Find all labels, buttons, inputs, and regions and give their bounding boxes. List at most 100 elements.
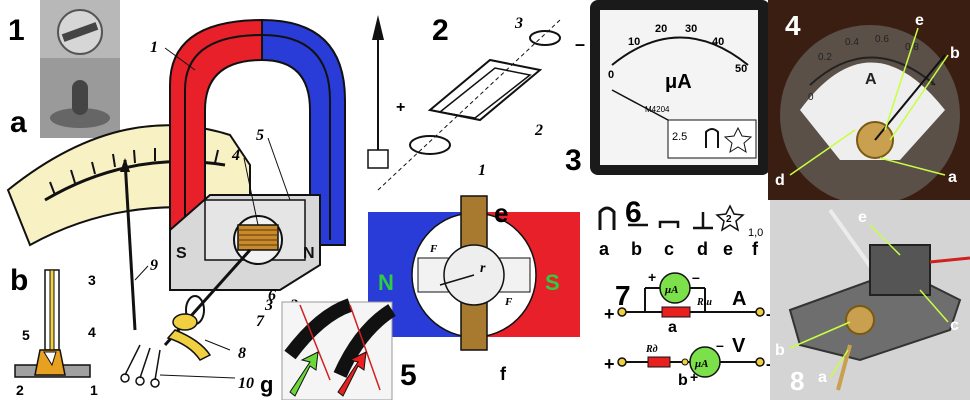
ammeter-meter-label: μA bbox=[664, 284, 678, 296]
part-1: 1 bbox=[150, 39, 158, 56]
panel-2-minus: – bbox=[575, 34, 585, 54]
panel-8-label-e: e bbox=[858, 209, 867, 226]
symbol-e bbox=[715, 204, 745, 232]
pointer-needle bbox=[123, 159, 137, 331]
panel-3: 0 10 20 30 40 50 μA M4204 2.5 3 bbox=[565, 0, 770, 177]
knob-shaft bbox=[72, 80, 88, 115]
spring-3 bbox=[529, 30, 561, 46]
part-5: 5 bbox=[256, 127, 264, 144]
svg-text:40: 40 bbox=[712, 36, 724, 48]
magnet-symbol bbox=[705, 128, 719, 148]
spring-7 bbox=[172, 313, 198, 331]
voltmeter-label-b: b bbox=[678, 372, 688, 389]
meter-model: M4204 bbox=[645, 105, 670, 114]
voltmeter-meter-minus: – bbox=[716, 337, 724, 353]
panel-6-label-d: d bbox=[697, 239, 708, 259]
panel-2-labels: 1 2 3 bbox=[478, 15, 543, 179]
voltmeter-meter-plus: + bbox=[690, 369, 698, 385]
dial-arc bbox=[809, 56, 936, 86]
svg-text:30: 30 bbox=[685, 23, 697, 35]
symbol-c bbox=[658, 220, 680, 228]
ammeter-label-a: a bbox=[668, 319, 677, 336]
panel-2-part-2: 2 bbox=[534, 122, 543, 139]
pointer-tip bbox=[120, 158, 130, 172]
meter-class: 2.5 bbox=[672, 131, 687, 143]
series-resistor-label: Rд bbox=[645, 344, 658, 355]
ammeter-meter-plus: + bbox=[648, 269, 656, 285]
meter-pointer bbox=[611, 89, 669, 121]
panel-8: 8 e c b a bbox=[770, 200, 970, 400]
svg-text:0.6: 0.6 bbox=[875, 34, 889, 45]
series-resistor bbox=[647, 356, 671, 368]
voltmeter-terminal-2 bbox=[755, 357, 765, 367]
pole-n-label: N bbox=[378, 270, 394, 295]
part-6: 6 bbox=[268, 287, 276, 304]
svg-text:0: 0 bbox=[608, 69, 614, 81]
panel-2-number: 2 bbox=[432, 14, 449, 47]
panel-3-number: 3 bbox=[565, 144, 582, 177]
panel-g-label: g bbox=[260, 372, 273, 397]
ammeter-result: A bbox=[732, 288, 746, 310]
movement-magnet bbox=[869, 244, 931, 296]
panel-4: 0 0.2 0.4 0.6 0.8 1 A 4 e b d a bbox=[768, 0, 970, 205]
meter-symbols-box bbox=[667, 119, 757, 159]
ammeter-meter bbox=[659, 272, 691, 304]
panel-7: 7 μA Rш a A + – + – Rд μA b V + – + bbox=[604, 269, 776, 389]
red-arrow bbox=[337, 351, 367, 397]
voltmeter-plus: + bbox=[604, 354, 615, 374]
inset-b-bearing bbox=[14, 269, 91, 378]
pole-s-label: S bbox=[545, 270, 560, 295]
ammeter-plus: + bbox=[604, 304, 615, 324]
panel-8-number: 8 bbox=[790, 366, 804, 396]
pole-s: S bbox=[176, 245, 187, 262]
rod-base bbox=[367, 149, 389, 169]
red-wire bbox=[929, 256, 970, 264]
meter-scale-arc bbox=[611, 36, 749, 66]
shunt-resistor bbox=[661, 306, 691, 318]
part-9: 9 bbox=[150, 257, 158, 274]
green-arrow bbox=[289, 351, 319, 397]
leader-lines bbox=[134, 47, 291, 379]
svg-text:1: 1 bbox=[930, 77, 936, 88]
panel-1-label-b: b bbox=[10, 264, 28, 297]
counterweights-10 bbox=[120, 344, 161, 388]
part-8: 8 bbox=[238, 345, 246, 362]
panel-1-label-a: a bbox=[10, 106, 27, 139]
part-7: 7 bbox=[256, 313, 265, 330]
svg-text:20: 20 bbox=[655, 23, 667, 35]
dial-unit: A bbox=[865, 71, 877, 88]
symbol-e-text: 2 bbox=[726, 214, 732, 225]
part-4: 4 bbox=[231, 147, 240, 164]
inset-b-labels: 3 4 5 2 1 bbox=[16, 272, 98, 398]
panel-6-number: 6 bbox=[625, 196, 642, 229]
svg-text:10: 10 bbox=[628, 36, 640, 48]
force-label-2: F bbox=[504, 296, 513, 308]
panel-6-labels: a b c d e f bbox=[599, 239, 759, 259]
shunt-label: Rш bbox=[696, 297, 712, 308]
pointer-rod-tip bbox=[372, 15, 384, 40]
panel-5-label-e: e bbox=[494, 198, 508, 228]
closeup-scale-2 bbox=[333, 304, 396, 378]
radius-label: r bbox=[480, 261, 486, 276]
panel-8-label-b: b bbox=[775, 342, 785, 359]
panel-4-label-e: e bbox=[915, 12, 924, 29]
part-3: 3 bbox=[264, 297, 273, 314]
meter-dial bbox=[800, 62, 945, 160]
coil-frame-inner bbox=[438, 67, 532, 119]
zero-corrector-8 bbox=[166, 329, 212, 361]
symbol-d bbox=[693, 212, 713, 230]
panel-5-label-f: f bbox=[500, 364, 507, 384]
panel-6-label-b: b bbox=[631, 239, 642, 259]
panel-4-leaders bbox=[789, 27, 949, 176]
closeup-needle-2 bbox=[349, 304, 381, 391]
panel-7-number: 7 bbox=[615, 280, 631, 311]
symbol-f: 1,0 bbox=[748, 227, 763, 239]
panel-4-number: 4 bbox=[785, 10, 801, 41]
closeup-scale-1 bbox=[284, 298, 353, 360]
voltmeter-meter-label: μA bbox=[694, 358, 708, 370]
panel-4-label-a: a bbox=[948, 169, 957, 186]
svg-text:0.2: 0.2 bbox=[818, 52, 832, 63]
panel-8-leaders bbox=[789, 224, 949, 379]
closeup-needle-1 bbox=[299, 304, 331, 381]
